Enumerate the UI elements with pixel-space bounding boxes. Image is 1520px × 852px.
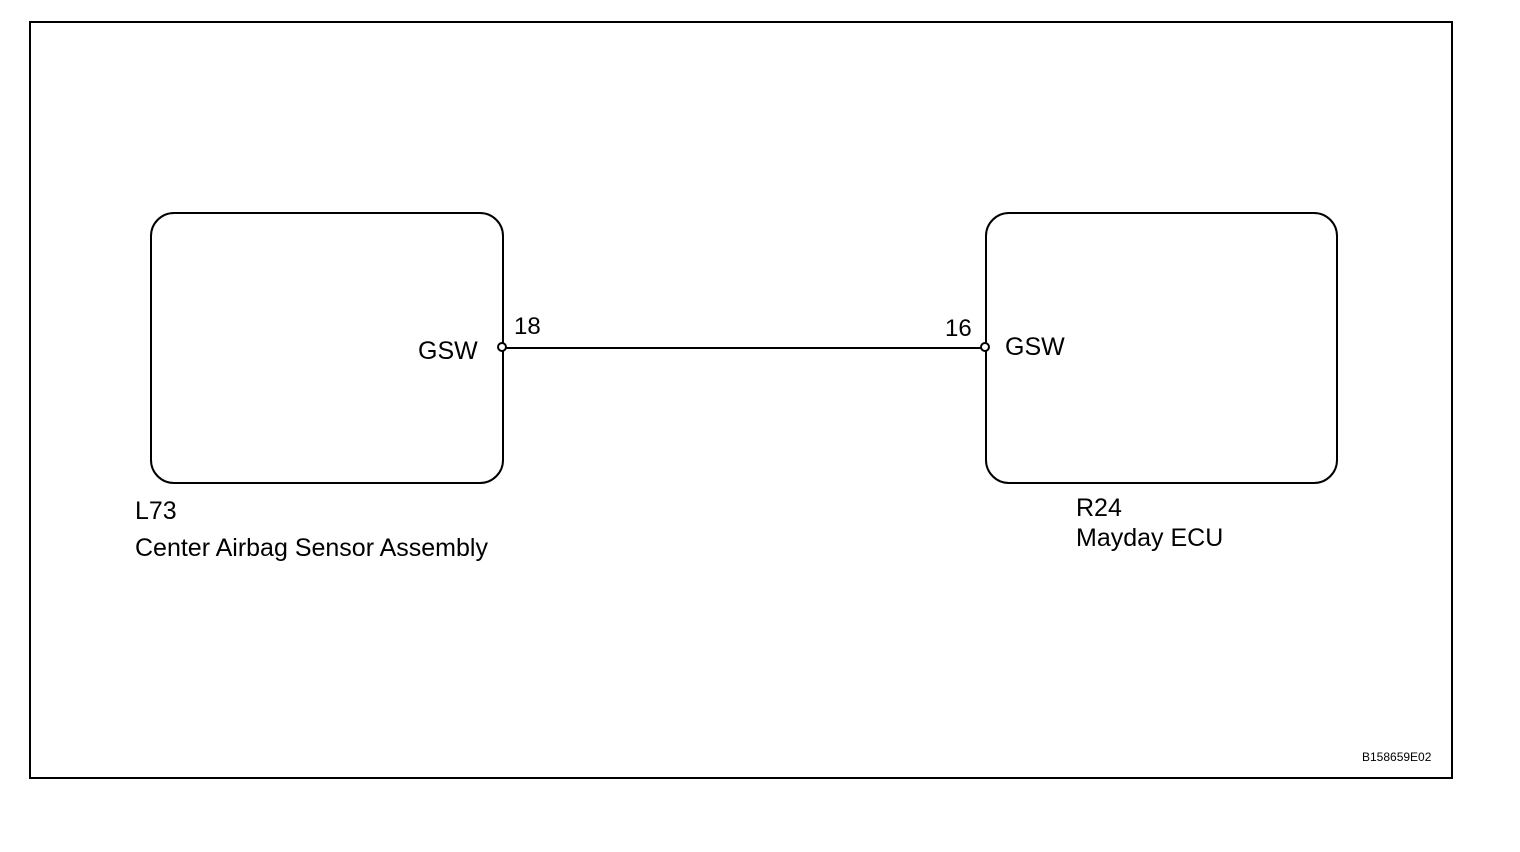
right-component-description: Mayday ECU	[1076, 524, 1224, 552]
right-pin-number: 16	[945, 315, 972, 342]
terminal-18-icon	[497, 342, 507, 352]
left-pin-name: GSW	[418, 337, 478, 365]
terminal-16-icon	[980, 342, 990, 352]
mayday-ecu-box	[985, 212, 1338, 484]
figure-id: B158659E02	[1362, 750, 1432, 764]
left-component-code: L73	[135, 497, 177, 525]
right-component-code: R24	[1076, 494, 1122, 522]
center-airbag-sensor-box	[150, 212, 504, 484]
left-pin-number: 18	[514, 313, 541, 340]
right-pin-name: GSW	[1005, 333, 1065, 361]
gsw-wire	[503, 347, 986, 349]
diagram-frame	[29, 21, 1453, 779]
left-component-description: Center Airbag Sensor Assembly	[135, 534, 488, 562]
